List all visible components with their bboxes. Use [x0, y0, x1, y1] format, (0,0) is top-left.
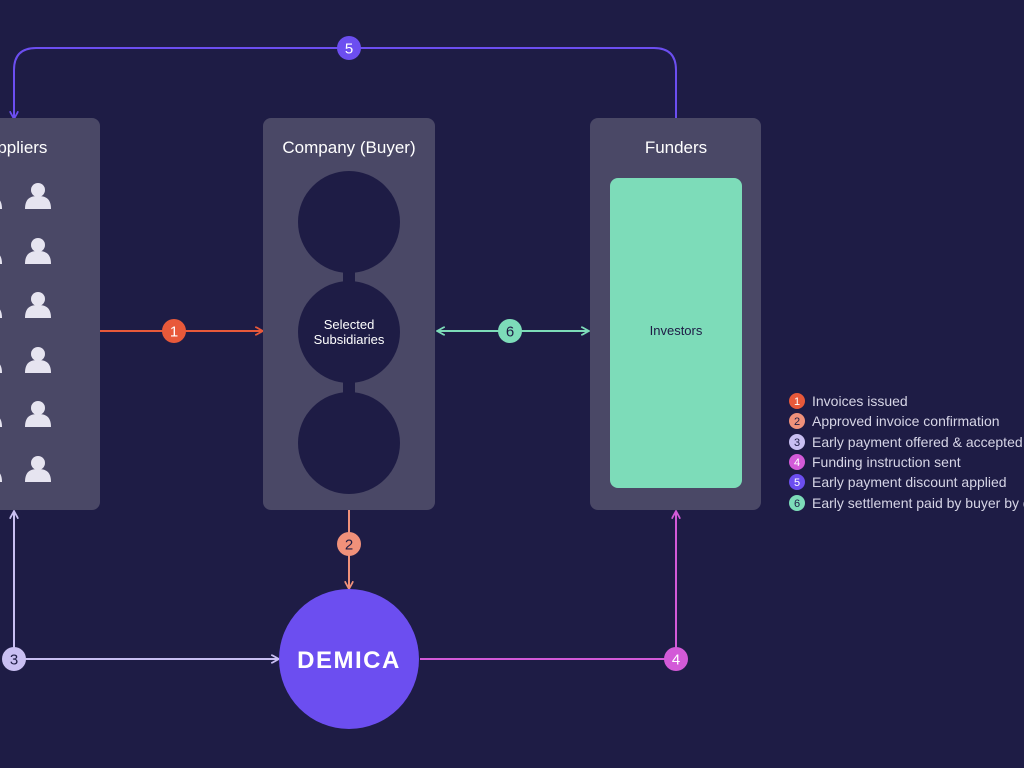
svg-text:6: 6	[506, 324, 514, 341]
svg-text:Early payment discount applied: Early payment discount applied	[812, 474, 1007, 490]
company-title: Company (Buyer)	[282, 138, 415, 157]
svg-text:4: 4	[794, 457, 800, 469]
step-badge-3: 3	[2, 647, 26, 671]
legend-item-6: 6 Early settlement paid by buyer by due …	[789, 495, 1024, 511]
svg-text:3: 3	[794, 437, 800, 449]
svg-text:3: 3	[10, 652, 18, 669]
demica-node: DEMICA	[279, 589, 419, 729]
selected-subsidiaries-line2: Subsidiaries	[314, 332, 385, 347]
legend: 1 Invoices issued 2 Approved invoice con…	[789, 393, 1024, 511]
svg-text:2: 2	[345, 537, 353, 554]
legend-item-1: 1 Invoices issued	[789, 393, 908, 409]
arrow-step-4	[420, 512, 676, 660]
step-badge-2: 2	[337, 532, 361, 556]
selected-subsidiaries-line1: Selected	[324, 317, 375, 332]
subsidiary-circle-top	[298, 171, 400, 273]
investors-label: Investors	[650, 323, 703, 338]
svg-text:Approved invoice confirmation: Approved invoice confirmation	[812, 413, 1000, 429]
demica-logo: DEMICA	[297, 647, 401, 674]
funders-panel: Funders Investors	[590, 118, 761, 510]
step-badge-5: 5	[337, 36, 361, 60]
funders-title: Funders	[645, 138, 707, 157]
legend-item-2: 2 Approved invoice confirmation	[789, 413, 1000, 429]
step-badge-4: 4	[664, 647, 688, 671]
svg-text:4: 4	[672, 652, 680, 669]
svg-text:Invoices issued: Invoices issued	[812, 393, 908, 409]
svg-text:Early settlement paid by buyer: Early settlement paid by buyer by due da…	[812, 495, 1024, 511]
step-badge-1: 1	[162, 319, 186, 343]
svg-text:Early payment offered & accept: Early payment offered & accepted	[812, 434, 1023, 450]
suppliers-title: Suppliers	[0, 138, 47, 157]
svg-text:5: 5	[345, 41, 353, 58]
svg-text:2: 2	[794, 416, 800, 428]
svg-text:1: 1	[794, 396, 800, 408]
svg-text:1: 1	[170, 324, 178, 341]
svg-text:5: 5	[794, 477, 800, 489]
legend-item-5: 5 Early payment discount applied	[789, 474, 1007, 490]
legend-item-4: 4 Funding instruction sent	[789, 454, 961, 470]
subsidiary-circle-selected	[298, 281, 400, 383]
legend-item-3: 3 Early payment offered & accepted	[789, 434, 1023, 450]
step-badge-6: 6	[498, 319, 522, 343]
svg-text:Funding instruction sent: Funding instruction sent	[812, 454, 961, 470]
company-panel: Company (Buyer) Selected Subsidiaries	[263, 118, 435, 510]
svg-text:6: 6	[794, 498, 800, 510]
suppliers-panel: Suppliers	[0, 118, 100, 510]
arrow-step-3	[14, 512, 278, 659]
subsidiary-circle-bottom	[298, 392, 400, 494]
investors-box	[610, 178, 742, 488]
